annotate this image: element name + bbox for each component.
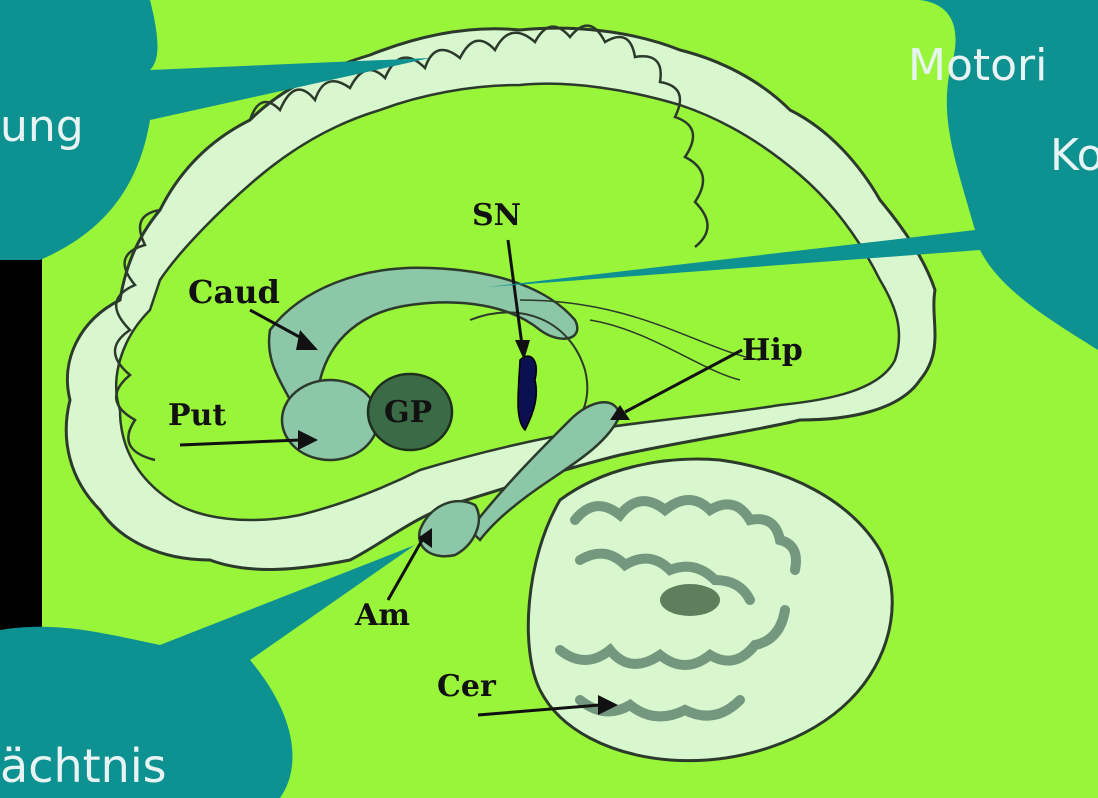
cerebellar-nuclei <box>660 584 720 616</box>
label-sn: SN <box>472 198 521 233</box>
callout-top-right-line1: Motori <box>908 40 1047 91</box>
label-am: Am <box>354 598 410 633</box>
label-caud: Caud <box>188 273 280 311</box>
label-put: Put <box>168 398 226 433</box>
label-hip: Hip <box>742 333 803 368</box>
callout-top-left-text: ung <box>0 101 84 152</box>
putamen-structure <box>282 380 378 460</box>
callout-top-right-line2: Ko <box>1050 130 1098 181</box>
label-cer: Cer <box>437 669 497 704</box>
label-gp: GP <box>384 395 432 430</box>
callout-bottom-left-text: ächtnis <box>0 739 167 793</box>
